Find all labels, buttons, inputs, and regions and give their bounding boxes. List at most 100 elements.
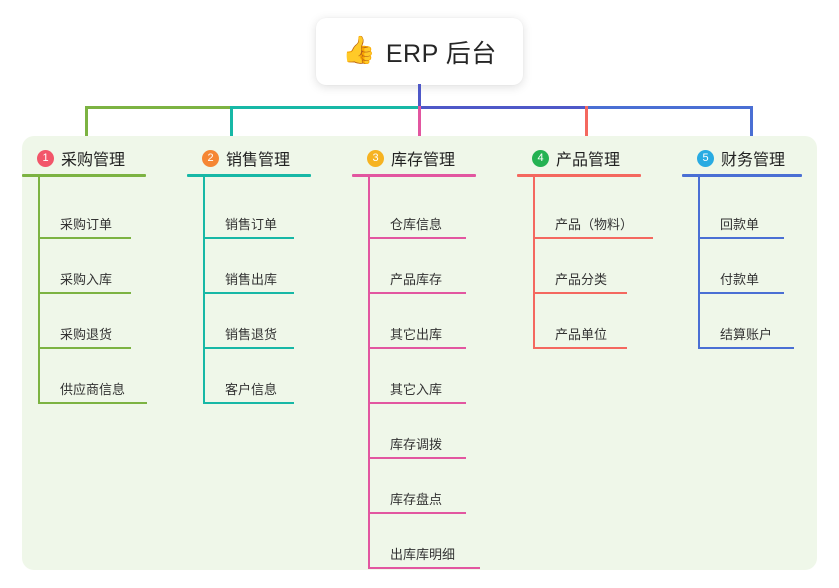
branch-leaf-item[interactable]: 采购订单 bbox=[38, 184, 131, 239]
branch-leaf-label: 供应商信息 bbox=[60, 382, 126, 397]
branch-header-rule bbox=[22, 174, 146, 177]
connector-drop-4 bbox=[585, 106, 588, 146]
branch-leaf-item[interactable]: 产品单位 bbox=[533, 294, 627, 349]
branch-column-5: 5 财务管理回款单付款单结算账户 bbox=[682, 146, 837, 349]
branch-leaf-rule bbox=[38, 402, 147, 404]
branch-leaf-label: 产品分类 bbox=[555, 272, 608, 287]
branch-column-2: 2 销售管理销售订单销售出库销售退货客户信息 bbox=[187, 146, 352, 404]
branch-spine bbox=[368, 177, 370, 569]
branch-title: 销售管理 bbox=[226, 152, 291, 169]
branch-leaf-rule bbox=[368, 237, 466, 239]
branch-leaf-rule bbox=[698, 347, 794, 349]
branch-header-rule bbox=[187, 174, 311, 177]
branch-leaf-item[interactable]: 库存调拨 bbox=[368, 404, 466, 459]
branch-leaf-label: 产品单位 bbox=[555, 327, 608, 342]
branch-leaf-item[interactable]: 采购入库 bbox=[38, 239, 131, 294]
branch-leaf-rule bbox=[368, 347, 466, 349]
branch-leaf-item[interactable]: 供应商信息 bbox=[38, 349, 147, 404]
branch-spine bbox=[533, 177, 535, 349]
branch-leaf-rule bbox=[38, 292, 131, 294]
branch-leaf-label: 库存盘点 bbox=[390, 492, 443, 507]
branch-leaf-rule bbox=[698, 292, 784, 294]
branch-leaf-label: 其它出库 bbox=[390, 327, 443, 342]
root-title: ERP 后台 bbox=[385, 39, 497, 68]
branches-panel bbox=[22, 136, 817, 570]
branch-leaf-item[interactable]: 客户信息 bbox=[203, 349, 294, 404]
branch-leaf-label: 付款单 bbox=[720, 272, 760, 287]
branch-title: 财务管理 bbox=[721, 152, 786, 169]
branch-leaf-label: 产品（物料） bbox=[555, 217, 634, 232]
branch-leaf-rule bbox=[203, 402, 294, 404]
branch-leaf-label: 出库库明细 bbox=[390, 547, 456, 562]
branch-number-badge: 5 bbox=[697, 149, 714, 167]
root-stem-connector bbox=[418, 84, 421, 108]
connector-bar-segment-4 bbox=[585, 106, 752, 109]
branch-leaf-item[interactable]: 产品库存 bbox=[368, 239, 466, 294]
branch-leaf-label: 库存调拨 bbox=[390, 437, 443, 452]
branch-number-badge: 1 bbox=[37, 149, 54, 167]
branch-leaf-item[interactable]: 销售退货 bbox=[203, 294, 294, 349]
connector-drop-5 bbox=[750, 106, 753, 146]
branch-leaf-item[interactable]: 回款单 bbox=[698, 184, 784, 239]
connector-drop-3 bbox=[418, 106, 421, 146]
branch-leaf-label: 销售退货 bbox=[225, 327, 278, 342]
branch-leaf-item[interactable]: 结算账户 bbox=[698, 294, 794, 349]
branch-leaf-label: 客户信息 bbox=[225, 382, 278, 397]
branch-leaf-label: 采购订单 bbox=[60, 217, 113, 232]
branch-spine bbox=[203, 177, 205, 404]
branch-leaf-label: 结算账户 bbox=[720, 327, 773, 342]
branch-header-rule bbox=[352, 174, 476, 177]
connector-drop-1 bbox=[85, 106, 88, 146]
branch-leaf-item[interactable]: 其它出库 bbox=[368, 294, 466, 349]
branch-header-2[interactable]: 2 销售管理 bbox=[187, 146, 352, 170]
branch-leaf-rule bbox=[698, 237, 784, 239]
branch-leaf-item[interactable]: 产品（物料） bbox=[533, 184, 653, 239]
branch-leaf-rule bbox=[533, 292, 627, 294]
branch-leaf-item[interactable]: 其它入库 bbox=[368, 349, 466, 404]
branch-number-badge: 2 bbox=[202, 149, 219, 167]
connector-bar-segment-2 bbox=[230, 106, 418, 109]
branch-header-rule bbox=[682, 174, 802, 177]
branch-leaf-rule bbox=[368, 402, 466, 404]
branch-title: 产品管理 bbox=[556, 152, 621, 169]
branch-leaf-label: 采购退货 bbox=[60, 327, 113, 342]
branch-leaf-rule bbox=[38, 237, 131, 239]
branch-leaf-rule bbox=[533, 237, 653, 239]
thumbs-up-icon: 👍 bbox=[342, 35, 376, 65]
branch-leaf-item[interactable]: 付款单 bbox=[698, 239, 784, 294]
branch-leaf-item[interactable]: 仓库信息 bbox=[368, 184, 466, 239]
branch-leaf-rule bbox=[203, 292, 294, 294]
branch-spine bbox=[698, 177, 700, 349]
branch-header-5[interactable]: 5 财务管理 bbox=[682, 146, 837, 170]
branch-leaf-item[interactable]: 产品分类 bbox=[533, 239, 627, 294]
branch-leaf-label: 其它入库 bbox=[390, 382, 443, 397]
branch-leaf-item[interactable]: 销售订单 bbox=[203, 184, 294, 239]
branch-leaf-item[interactable]: 出库库明细 bbox=[368, 514, 480, 569]
branch-leaf-rule bbox=[203, 237, 294, 239]
branch-leaf-label: 销售订单 bbox=[225, 217, 278, 232]
branch-leaf-rule bbox=[368, 512, 466, 514]
branch-leaf-item[interactable]: 库存盘点 bbox=[368, 459, 466, 514]
branch-leaf-item[interactable]: 销售出库 bbox=[203, 239, 294, 294]
branch-leaf-rule bbox=[533, 347, 627, 349]
branch-leaf-label: 采购入库 bbox=[60, 272, 113, 287]
branch-number-badge: 3 bbox=[367, 149, 384, 167]
branch-leaf-label: 销售出库 bbox=[225, 272, 278, 287]
branch-leaf-label: 回款单 bbox=[720, 217, 760, 232]
connector-bar-segment-1 bbox=[85, 106, 230, 109]
branch-leaf-rule bbox=[203, 347, 294, 349]
branch-leaf-rule bbox=[38, 347, 131, 349]
branch-spine bbox=[38, 177, 40, 404]
root-node[interactable]: 👍 ERP 后台 bbox=[316, 18, 523, 85]
branch-leaf-label: 仓库信息 bbox=[390, 217, 443, 232]
branch-leaf-item[interactable]: 采购退货 bbox=[38, 294, 131, 349]
branch-leaf-rule bbox=[368, 457, 466, 459]
branch-header-rule bbox=[517, 174, 641, 177]
